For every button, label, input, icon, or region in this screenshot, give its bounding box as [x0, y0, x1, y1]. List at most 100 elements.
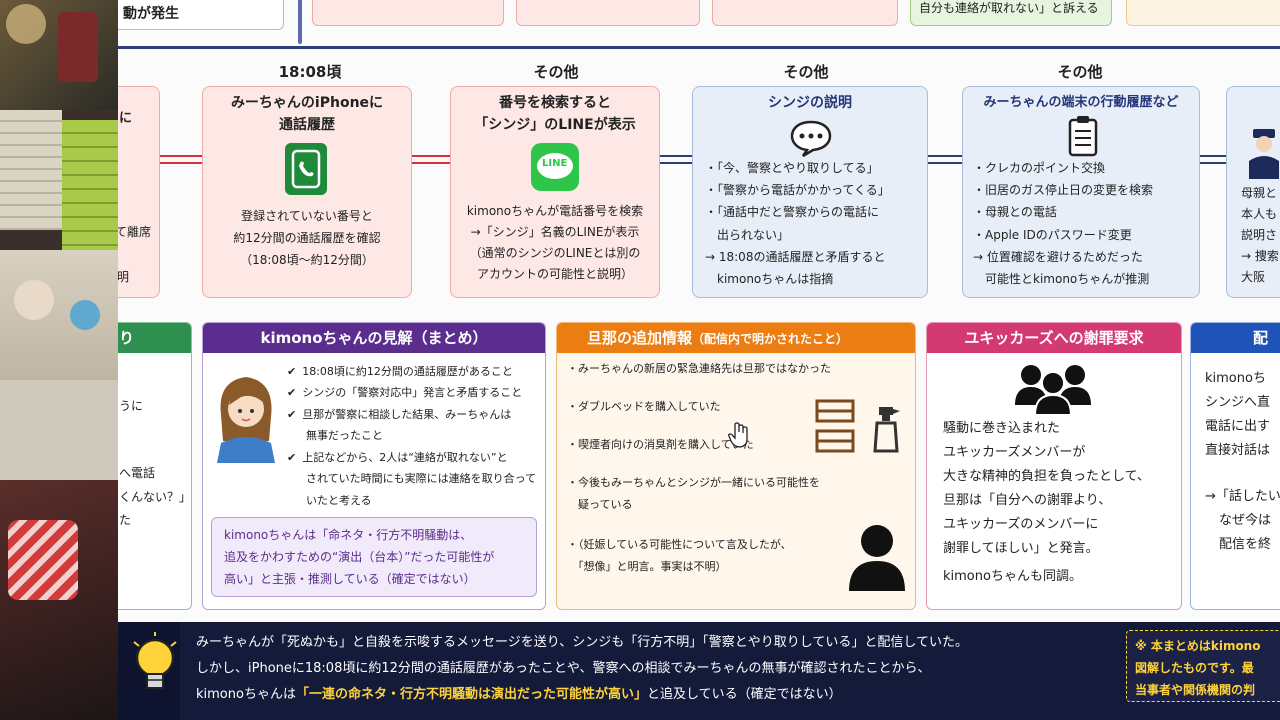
check-icon: ✔ — [287, 407, 297, 421]
check-item: ✔ 18:08頃に約12分間の通話履歴があること — [287, 361, 536, 382]
card-body: 母親と 本人も 説明さ → 捜索 大阪 — [1241, 183, 1279, 288]
spray-bottle-icon — [873, 405, 901, 453]
panel-line: うに — [119, 399, 144, 413]
check-text: 18:08頃に約12分間の通話履歴があること — [302, 365, 513, 378]
panel-header: kimonoちゃんの見解（まとめ） — [203, 323, 545, 353]
apology-line: kimonoちゃんも同調。 — [943, 569, 1082, 585]
top-green-text: 自分も連絡が取れない」と訴える — [919, 1, 1099, 15]
connector-red-1 — [160, 155, 202, 164]
footer-line2: しかし、iPhoneに18:08頃に約12分間の通話履歴があったことや、警察への… — [196, 661, 931, 676]
card-body-line: ・「通話中だと警察からの電話に — [705, 205, 880, 220]
card-title: 番号を検索すると 「シンジ」のLINEが表示 — [451, 93, 659, 136]
infographic-canvas: 動が発生 自分も連絡が取れない」と訴える 18:08頃 その他 その他 その他 … — [118, 0, 1280, 720]
check-item: ✔ 旦那が警察に相談した結果、みーちゃんは — [287, 404, 536, 425]
police-icon — [1247, 127, 1280, 179]
card-body-line: 説明さ — [1241, 228, 1278, 242]
card-body-line: ・Apple IDのパスワード変更 — [973, 227, 1132, 242]
summary-line: 追及をかわすための“演出（台本）”だった可能性が — [224, 550, 495, 565]
panel-line: 配信を終 — [1219, 537, 1272, 553]
line-icon: LINE — [531, 143, 579, 191]
timeline-card-iphone: みーちゃんのiPhoneに 通話履歴 登録されていない番号と 約12分間の通話履… — [202, 86, 412, 298]
card-body-line: ・「警察から電話がかかってくる」 — [705, 183, 890, 198]
card-body-line: 出られない」 — [705, 227, 790, 242]
top-pink-card-3 — [712, 0, 898, 26]
woman-avatar-icon — [211, 367, 281, 463]
time-label-4: その他 — [1057, 63, 1103, 81]
card-body-line: ・「今、警察とやり取りしてる」 — [705, 161, 879, 175]
card-title: みーちゃんのiPhoneに 通話履歴 — [203, 93, 411, 136]
panel-header: り — [118, 323, 191, 353]
check-text: 旦那が警察に相談した結果、みーちゃんは — [302, 407, 512, 421]
apology-line: 旦那は「自分への謝罪より、 — [943, 493, 1112, 509]
card-title-line: みーちゃんのiPhoneに — [230, 95, 384, 111]
summary-footer: みーちゃんが「死ぬかも」と自殺を示唆するメッセージを送り、シンジも「行方不明」「… — [118, 622, 1280, 720]
webcam-toy — [70, 300, 100, 330]
panel-husband-info: 旦那の追加情報（配信内で明かされたこと） ・みーちゃんの新居の緊急連絡先は旦那で… — [556, 322, 916, 610]
group-icon — [1013, 361, 1093, 416]
webcam-person — [0, 480, 118, 720]
card-body-line: → 捜索 — [1241, 249, 1279, 263]
card-body-line: 本人も — [1241, 207, 1278, 221]
card-body-line: 約12分間の通話履歴を確認 — [233, 231, 381, 246]
time-label-1: 18:08頃 — [278, 63, 342, 81]
info-item: ・みーちゃんの新居の緊急連絡先は旦那ではなかった — [567, 362, 831, 375]
line-icon-label: LINE — [542, 158, 568, 169]
card-body: ・「今、警察とやり取りしてる」 ・「警察から電話がかかってくる」 ・「通話中だと… — [705, 157, 890, 290]
kimono-summary-box: kimonoちゃんは「命ネタ・行方不明騒動は、 追及をかわすための“演出（台本）… — [211, 517, 537, 597]
card-body-line: 可能性とkimonoちゃんが推測 — [973, 271, 1150, 286]
disclaimer-line: ※ 本まとめはkimono — [1135, 639, 1261, 653]
card-body-line: 大阪 — [1241, 270, 1266, 284]
timeline-card-line: 番号を検索すると 「シンジ」のLINEが表示 LINE kimonoちゃんが電話… — [450, 86, 660, 298]
phone-icon — [285, 143, 327, 195]
apology-line: ユキッカーズのメンバーに — [943, 517, 1099, 533]
card-title: シンジの説明 — [693, 93, 927, 115]
info-item: ・喫煙者向けの消臭剤を購入していた — [567, 438, 754, 451]
partial-left-line2: て離席 — [118, 225, 152, 239]
time-label-3: その他 — [783, 63, 829, 81]
webcam-overlay — [0, 0, 118, 720]
webcam-paper-lanterns — [0, 110, 62, 230]
info-item: 「想像」と明言。事実は不明） — [567, 560, 727, 573]
disclaimer-box: ※ 本まとめはkimono 図解したものです。最 当事者や関係機関の判 — [1126, 630, 1280, 702]
apology-line: ユキッカーズメンバーが — [943, 445, 1086, 461]
card-body-line: （通常のシンジのLINEとは別の — [469, 246, 641, 260]
card-title: みーちゃんの端末の行動履歴など — [963, 93, 1199, 113]
panel-line: た — [119, 513, 132, 528]
apology-line: 大きな精神的負担を負ったとして、 — [943, 469, 1150, 485]
time-label-2: その他 — [533, 63, 579, 81]
timeline-card-shinji-explanation: シンジの説明 ・「今、警察とやり取りしてる」 ・「警察から電話がかかってくる」 … — [692, 86, 928, 298]
footer-line3: kimonoちゃんは「一連の命ネタ・行方不明騒動は演出だった可能性が高い」と追及… — [196, 688, 842, 701]
panel-line: 電話に出す — [1205, 419, 1271, 435]
apology-line: 騒動に巻き込まれた — [943, 421, 1061, 436]
card-body-line: → 位置確認を避けるためだった — [973, 249, 1143, 264]
panel-line: kimonoち — [1205, 371, 1266, 386]
top-left-text: 動が発生 — [123, 6, 179, 22]
top-green-card: 自分も連絡が取れない」と訴える — [910, 0, 1112, 26]
check-icon: ✔ — [287, 450, 297, 464]
webcam-figure — [6, 4, 46, 44]
panel-line: くんない？」 — [119, 489, 192, 504]
card-title-line: 番号を検索すると — [499, 95, 611, 111]
top-pink-card-2 — [516, 0, 700, 26]
card-body-line: ・クレカのポイント交換 — [973, 161, 1106, 175]
top-left-card: 動が発生 — [118, 0, 284, 30]
card-body-line: ・母親との電話 — [973, 205, 1057, 220]
webcam-shelf — [0, 250, 118, 380]
footer-highlight: 「一連の命ネタ・行方不明騒動は演出だった可能性が高い」 — [295, 687, 647, 702]
bunk-bed-icon — [815, 399, 855, 455]
panel-body: kimonoち シンジへ直 電話に出す 直接対話は →「話したい なぜ今は 配信… — [1205, 367, 1280, 557]
panel-header-title: 旦那の追加情報 — [587, 329, 693, 347]
card-body-line: 登録されていない番号と — [241, 209, 373, 223]
chat-icon — [789, 119, 833, 158]
partial-left-line1: に — [119, 111, 133, 126]
panel-line: 直接対話は — [1205, 443, 1271, 459]
check-icon: ✔ — [287, 365, 297, 378]
panel-body: うに へ電話 くんない？」 た — [119, 395, 191, 533]
check-text: 上記などから、2人は“連絡が取れない”と — [302, 450, 508, 464]
disclaimer-line: 図解したものです。最 — [1135, 661, 1254, 675]
footer-line3-post: と追及している（確定ではない） — [646, 687, 842, 702]
check-item: ✔ 上記などから、2人は“連絡が取れない”と — [287, 447, 536, 468]
panel-line: へ電話 — [119, 466, 156, 481]
card-body-line: → 18:08の通話履歴と矛盾すると — [705, 249, 886, 264]
timeline-card-device-history: みーちゃんの端末の行動履歴など ・クレカのポイント交換 ・旧居のガス停止日の変更… — [962, 86, 1200, 298]
